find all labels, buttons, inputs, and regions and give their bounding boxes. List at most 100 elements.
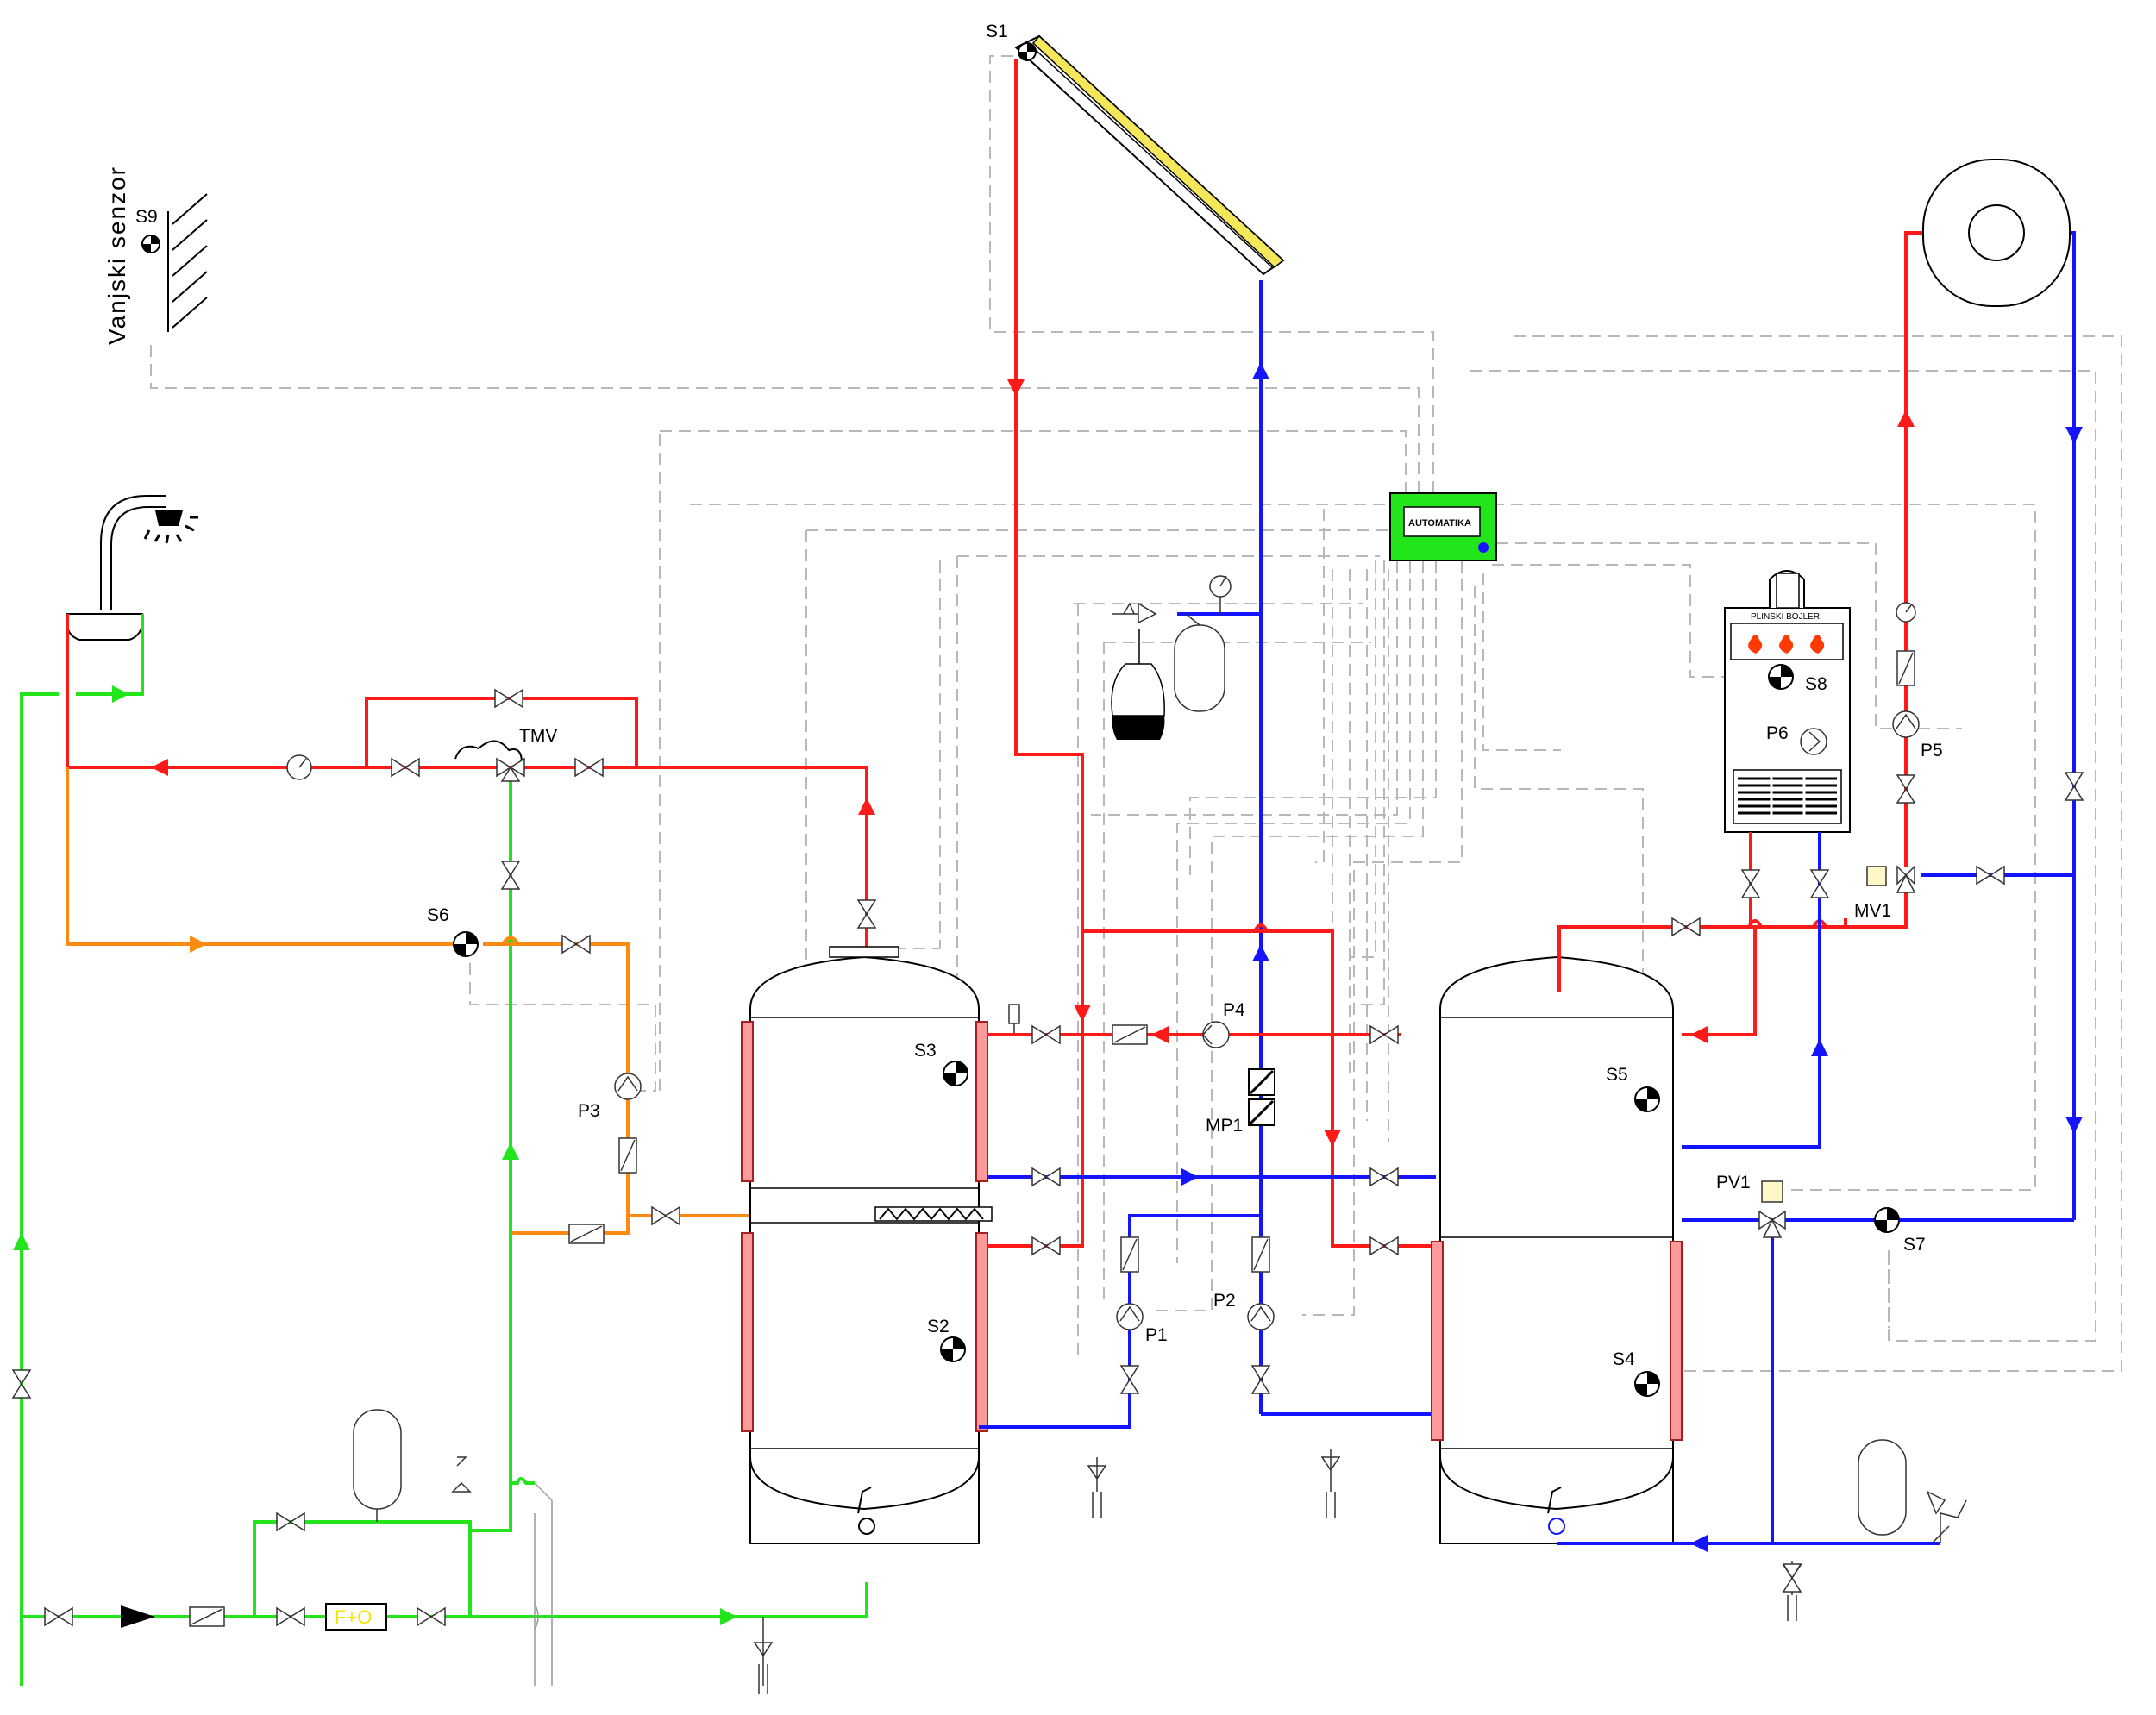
sensor-s5 [1634,1086,1660,1112]
controller-label: AUTOMATIKA [1408,518,1471,529]
valve-half [1976,865,1992,886]
valve-half [429,1606,446,1627]
filter-unit-label: F+O [335,1606,372,1628]
valve-half [1369,1236,1386,1256]
label-s4: S4 [1613,1349,1635,1369]
label-p5: P5 [1921,741,1943,760]
plate-heat-exchanger-mp1 [1248,1068,1275,1126]
label-s5: S5 [1606,1065,1628,1085]
label-s6: S6 [427,905,449,925]
valve-half [496,757,512,778]
heating-circuit [1897,159,2083,1220]
circulation-lines [66,767,750,1235]
shower-fixture [66,495,198,641]
valve-half [276,1606,292,1627]
sensor-s3 [943,1061,968,1086]
valve-half [856,899,877,916]
valve-half [664,1205,680,1226]
valve-half [1250,1378,1271,1394]
valve-half [500,873,521,890]
label-s7: S7 [1903,1235,1926,1255]
thermostatic-mixing-valve [454,740,523,764]
valve-half [494,688,511,709]
label-s3: S3 [914,1041,937,1061]
sensor-s6 [453,931,479,957]
valve-half [276,1512,292,1532]
valve-half [651,1205,667,1226]
domestic-cold-water-lines [13,614,868,1686]
valve-half [404,757,420,778]
valve-half [1031,1024,1048,1045]
valve-half [1031,1167,1048,1187]
pump-p1 [1116,1303,1144,1330]
label-tmv: TMV [519,726,557,746]
valve-half [44,1606,60,1627]
label-s8: S8 [1805,674,1827,694]
valve-half [11,1369,32,1386]
valve-half [574,757,591,778]
valve-half [57,1606,73,1627]
valve-half [1119,1378,1140,1394]
filter-unit: F+O [325,1603,387,1631]
valve-half [1684,917,1701,937]
valve-half [1044,1167,1061,1187]
label-p2: P2 [1213,1291,1236,1311]
valve-half [1382,1024,1399,1045]
label-p6: P6 [1766,723,1789,743]
label-mv1: MV1 [1854,901,1891,921]
valve-half [1782,1576,1802,1593]
pump-p2 [1247,1303,1275,1330]
valve-half [1119,1365,1140,1381]
valve-half [587,757,604,778]
valve-half [11,1382,32,1399]
sensor-s2 [940,1336,966,1362]
heating-expansion-vessel [1858,1439,1950,1544]
right-tank-top-outlet [1557,918,1847,992]
valve-half [561,934,578,955]
valve-half [1740,882,1761,898]
valve-half [509,757,525,778]
pump-p3 [614,1073,642,1100]
outside-sensor [141,193,208,332]
valve-half [1809,869,1830,886]
pump-p5 [1892,710,1920,738]
solar-expansion-vessel [1111,575,1261,740]
domestic-expansion-vessel [353,1409,553,1686]
mixing-valve-mv1 [1866,865,1916,893]
label-s2: S2 [927,1317,950,1336]
pump-p6 [1800,728,1827,755]
isolation-valves [11,688,2084,1627]
valve-half [1809,882,1830,898]
valve-half [2064,785,2084,801]
label-p3: P3 [578,1101,600,1121]
solar-collector [1014,34,1285,276]
valve-half [1382,1236,1399,1256]
storage-tank-left [741,946,993,1544]
mixing-valve-pv1 [1758,1180,1786,1238]
valve-half [574,934,591,955]
label-pv1: PV1 [1716,1173,1751,1192]
valve-half [1031,1236,1048,1256]
valve-half [507,688,523,709]
right-tank-return-to-boiler [1682,927,1821,1149]
valve-half [1896,787,1916,804]
label-p1: P1 [1145,1325,1168,1345]
valve-half [391,757,407,778]
valve-half [1369,1167,1386,1187]
storage-tank-right [1431,955,1683,1544]
pump-p4 [1201,1021,1230,1048]
outside-sensor-label: Vanjski senzor [103,166,130,345]
solar-supply-pipe [1014,59,1084,1039]
sensor-s1 [1018,42,1037,61]
valve-half [856,912,877,929]
gas-boiler: PLINSKI BOJLER [1724,570,1851,833]
valve-half [2064,772,2084,788]
valve-half [1989,865,2005,886]
valve-half [1044,1236,1061,1256]
valve-half [1044,1024,1061,1045]
valve-half [500,766,521,782]
control-wiring [150,55,2122,1372]
valve-half [1896,774,1916,791]
valve-half [417,1606,433,1627]
